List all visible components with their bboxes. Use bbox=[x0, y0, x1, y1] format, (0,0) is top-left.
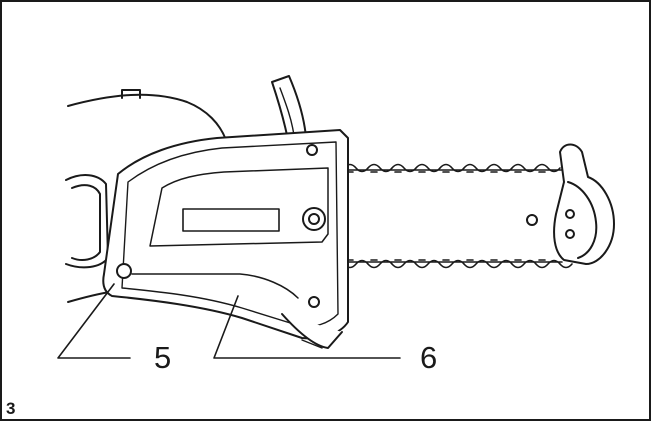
saw-chain-top bbox=[343, 163, 561, 173]
callout-5: 5 bbox=[154, 340, 172, 375]
sprocket-cover bbox=[102, 129, 349, 349]
bar-tip-guard bbox=[553, 143, 615, 265]
adjusting-screw bbox=[116, 263, 132, 279]
figure-number: 3 bbox=[6, 399, 16, 418]
leader-lines bbox=[57, 283, 401, 359]
saw-chain-bottom bbox=[343, 259, 573, 269]
callout-6: 6 bbox=[420, 340, 438, 375]
hand-guard bbox=[271, 75, 307, 141]
guide-bar bbox=[336, 169, 563, 263]
motor-housing bbox=[65, 89, 227, 303]
